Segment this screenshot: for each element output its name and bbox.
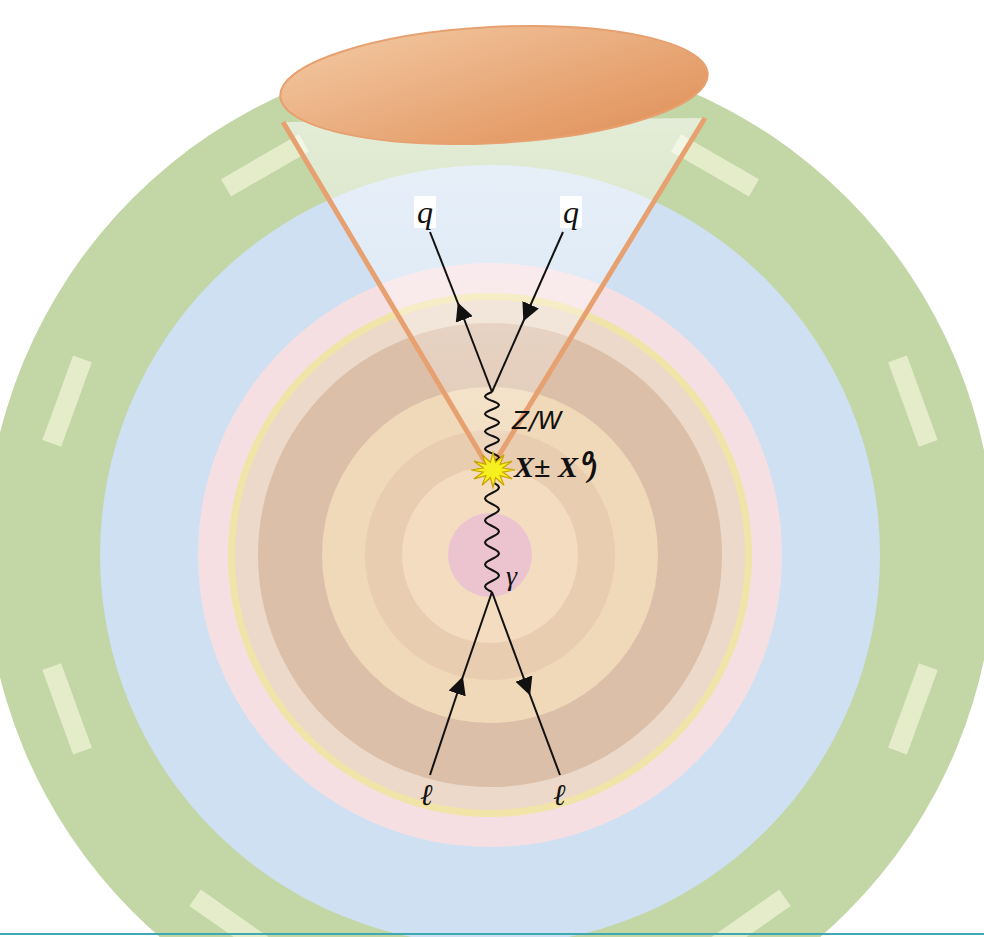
quark-label: q bbox=[414, 196, 436, 228]
particle-label: X± X⁰) bbox=[514, 452, 598, 482]
quark-line bbox=[527, 232, 563, 313]
jet-cone bbox=[283, 118, 705, 470]
boson-label: Z/W bbox=[512, 408, 562, 433]
cone-edge bbox=[490, 118, 705, 470]
pixel-layer bbox=[402, 467, 578, 643]
lepton-label: ℓ bbox=[420, 780, 433, 810]
muon-layer bbox=[0, 50, 984, 937]
jet-ellipse bbox=[277, 16, 710, 154]
quark-line bbox=[492, 313, 527, 392]
muon-chamber bbox=[42, 663, 92, 754]
muon-chamber bbox=[888, 355, 938, 446]
zw-boson-line bbox=[485, 392, 499, 462]
lepton-line bbox=[430, 685, 460, 775]
quark-line bbox=[461, 311, 492, 392]
photon-label: γ bbox=[506, 562, 517, 590]
lepton-label: ℓ bbox=[553, 780, 566, 810]
muon-chamber bbox=[706, 890, 791, 937]
muon-chamber bbox=[42, 355, 92, 446]
quark-label: q bbox=[560, 196, 582, 228]
muon-chamber bbox=[888, 663, 938, 754]
tracker-inner bbox=[365, 430, 615, 680]
photon-line bbox=[485, 482, 499, 592]
cone-edge bbox=[283, 122, 490, 470]
muon-chamber bbox=[189, 890, 274, 937]
vertex-burst bbox=[471, 452, 515, 487]
bottom-rule bbox=[0, 933, 984, 935]
lepton-line bbox=[527, 687, 560, 775]
lepton-line bbox=[460, 592, 492, 685]
tracker-outer bbox=[258, 323, 722, 787]
quark-line bbox=[430, 232, 461, 311]
lepton-line bbox=[492, 592, 527, 687]
muon-chambers bbox=[42, 95, 937, 937]
